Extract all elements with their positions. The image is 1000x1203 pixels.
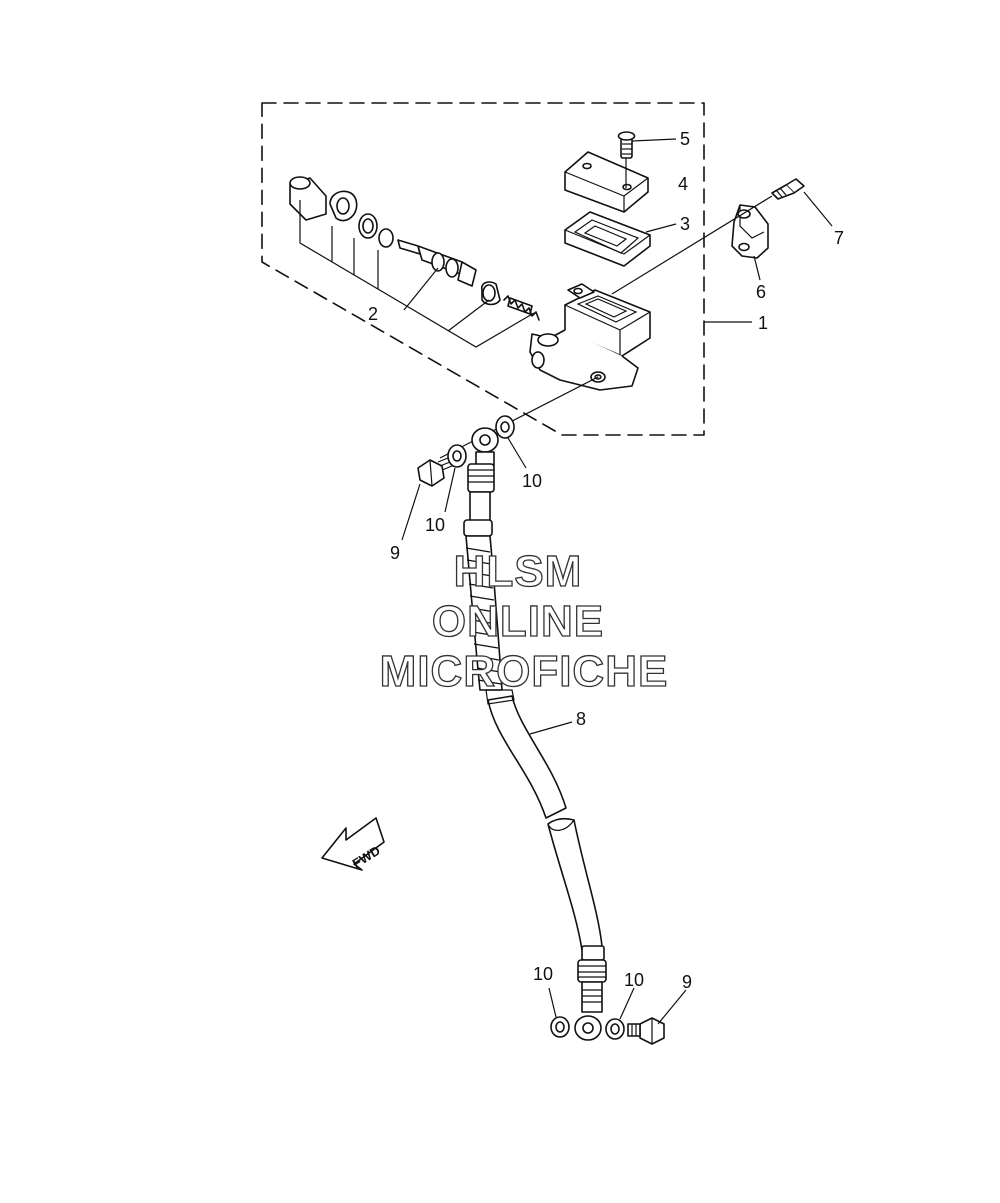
leader-10c <box>548 987 557 1018</box>
washer-seal <box>358 213 378 239</box>
callout-3: 3 <box>680 214 690 234</box>
callout-10-lower-right: 10 <box>624 970 644 990</box>
banjo-bolt-upper <box>417 457 453 487</box>
watermark-line-1: HLSM <box>454 547 583 596</box>
callout-4: 4 <box>678 174 688 194</box>
fitting-axis-upper <box>439 376 599 459</box>
callout-8: 8 <box>576 709 586 729</box>
spring <box>503 295 540 321</box>
o-ring <box>378 228 394 248</box>
leader-10b <box>507 437 527 469</box>
watermark: HLSM ONLINE MICROFICHE <box>379 546 669 696</box>
callout-5: 5 <box>680 129 690 149</box>
bracket-clamp <box>731 204 769 259</box>
leader-7 <box>803 191 833 227</box>
watermark-line-3: MICROFICHE <box>380 647 669 696</box>
bolt-axis <box>611 195 773 295</box>
reservoir-cap <box>564 151 649 213</box>
washer-lower-left <box>550 1016 570 1038</box>
leader-3 <box>645 223 677 233</box>
leader-10d <box>619 987 635 1020</box>
leader-lines-2 <box>299 200 535 348</box>
washer-upper-right <box>495 415 515 439</box>
circlip <box>329 190 358 222</box>
leader-8 <box>529 721 573 735</box>
callout-10-upper-left: 10 <box>425 515 445 535</box>
callout-7: 7 <box>834 228 844 248</box>
washer-lower-right <box>605 1018 625 1040</box>
callout-10-upper-right: 10 <box>522 471 542 491</box>
watermark-line-2: ONLINE <box>432 597 604 646</box>
washer-upper-left <box>447 444 467 468</box>
dust-boot <box>289 176 327 221</box>
cup-seal <box>480 281 501 306</box>
diaphragm <box>564 211 651 267</box>
leader-10a <box>444 467 456 513</box>
assembly-outline <box>261 102 705 436</box>
callout-6: 6 <box>756 282 766 302</box>
leader-9b <box>657 989 687 1025</box>
master-cylinder-body <box>529 283 651 391</box>
callout-9-lower: 9 <box>682 972 692 992</box>
callout-9-upper: 9 <box>390 543 400 563</box>
brake-hose <box>463 427 607 1041</box>
leader-5 <box>631 138 677 142</box>
bracket-bolt <box>771 178 805 200</box>
piston-rod <box>397 239 477 287</box>
callout-1: 1 <box>758 313 768 333</box>
banjo-bolt-lower <box>627 1017 665 1045</box>
callout-10-lower-left: 10 <box>533 964 553 984</box>
leader-9a <box>401 483 421 541</box>
cap-screw <box>617 131 636 159</box>
fwd-arrow: FWD <box>321 817 385 871</box>
callout-2: 2 <box>368 304 378 324</box>
leader-6 <box>753 255 761 281</box>
